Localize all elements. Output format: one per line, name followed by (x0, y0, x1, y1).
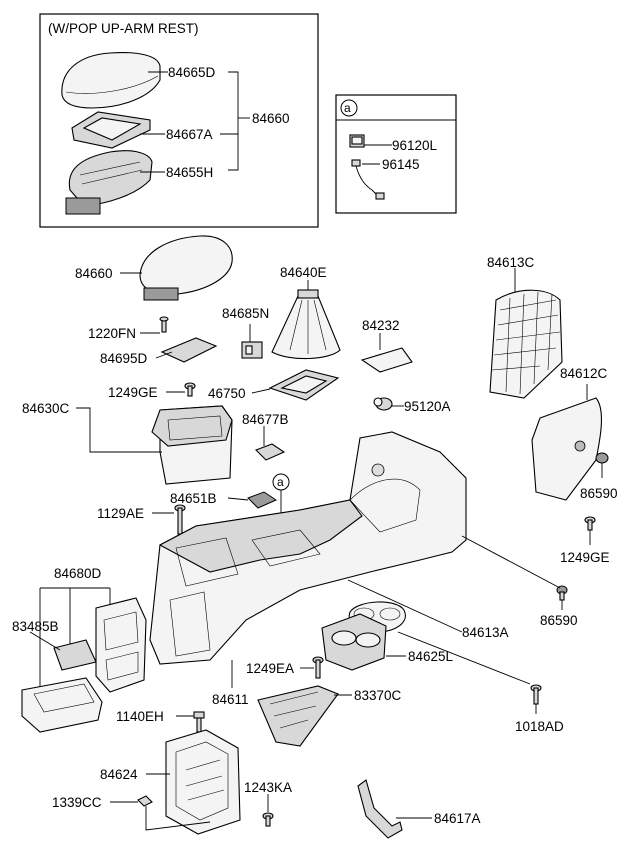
label-84612C: 84612C (560, 366, 608, 381)
clip-86590-right (595, 452, 609, 464)
armrest-base-84655H (65, 150, 153, 215)
circle-a-letter: a (344, 101, 351, 115)
label-83485B: 83485B (12, 619, 59, 634)
label-84680D: 84680D (54, 566, 102, 581)
tray-box-84630C (151, 405, 233, 485)
pad-84695D (160, 337, 218, 363)
label-1140EH: 1140EH (116, 709, 164, 724)
pad-84677B (255, 443, 286, 461)
label-84624: 84624 (100, 767, 138, 782)
label-84655H: 84655H (166, 165, 213, 180)
label-84677B: 84677B (242, 412, 289, 427)
label-84613C: 84613C (487, 255, 535, 270)
clip-84685N (241, 341, 263, 359)
label-95120A: 95120A (404, 399, 451, 414)
bolt-1129AE (174, 504, 186, 535)
bracket-84624 (165, 729, 241, 835)
mat-84232 (360, 347, 413, 373)
label-1220FN: 1220FN (88, 326, 136, 341)
label-1129AE: 1129AE (97, 506, 144, 521)
wire-96145 (351, 159, 385, 200)
label-1339CC: 1339CC (52, 795, 102, 810)
label-84611: 84611 (212, 692, 249, 707)
bezel-84680D (95, 597, 147, 693)
label-46750: 46750 (208, 386, 246, 401)
screw-1220FN (159, 316, 169, 333)
cover-83370C (257, 685, 339, 747)
inset-box-frame (39, 13, 319, 228)
label-86590-right: 86590 (580, 486, 618, 501)
label-84685N: 84685N (222, 306, 269, 321)
part-95120A (373, 397, 393, 411)
shift-boot-84640E (271, 289, 341, 360)
bezel-46750 (268, 369, 340, 401)
label-1018AD: 1018AD (515, 719, 564, 734)
label-84667A: 84667A (166, 127, 213, 142)
label-1249EA: 1249EA (246, 661, 294, 676)
label-83370C: 83370C (354, 688, 402, 703)
label-84625L: 84625L (408, 649, 454, 664)
console-body-84611 (149, 431, 467, 665)
cover-84613C (489, 289, 563, 399)
bracket-84617A (357, 779, 403, 839)
inset-box-title: (W/POP UP-ARM REST) (48, 21, 199, 36)
label-96120L: 96120L (392, 138, 438, 153)
armrest-tray-84667A (71, 111, 151, 149)
label-84695D: 84695D (100, 351, 148, 366)
label-1249GE-top: 1249GE (108, 385, 158, 400)
screw-1249GE-top (184, 382, 196, 397)
lid-83485B (53, 639, 97, 671)
label-84613A: 84613A (462, 625, 509, 640)
label-86590-lower: 86590 (540, 613, 578, 628)
circle-a-box-frame (335, 94, 457, 214)
label-84640E: 84640E (280, 265, 327, 280)
label-84665D: 84665D (168, 65, 216, 80)
label-84660: 84660 (75, 266, 113, 281)
screw-1249GE-right (584, 516, 596, 531)
label-96145: 96145 (382, 157, 420, 172)
clip-86590-lower (556, 585, 568, 601)
label-1249GE-right: 1249GE (560, 550, 610, 565)
nut-1339CC (137, 795, 153, 807)
bolt-1140EH (193, 711, 205, 733)
screw-1249EA (312, 656, 324, 679)
bolt-1018AD (530, 684, 542, 705)
label-1243KA: 1243KA (244, 780, 292, 795)
label-84232: 84232 (362, 318, 400, 333)
callout-a-letter: a (277, 475, 284, 489)
circle-a-marker (340, 99, 358, 117)
pocket-84680D (21, 677, 103, 733)
armrest-84660 (139, 235, 233, 301)
armrest-lid-84665D (61, 52, 161, 109)
panel-84612C (531, 397, 602, 501)
label-84617A: 84617A (434, 811, 481, 826)
label-84630C: 84630C (22, 401, 70, 416)
screw-1243KA (262, 812, 274, 827)
cupholder-84625L (321, 613, 387, 671)
pad-84651B (247, 491, 278, 509)
label-84660-inset: 84660 (252, 111, 290, 126)
label-84651B: 84651B (170, 491, 217, 506)
switch-96120L (349, 134, 365, 148)
